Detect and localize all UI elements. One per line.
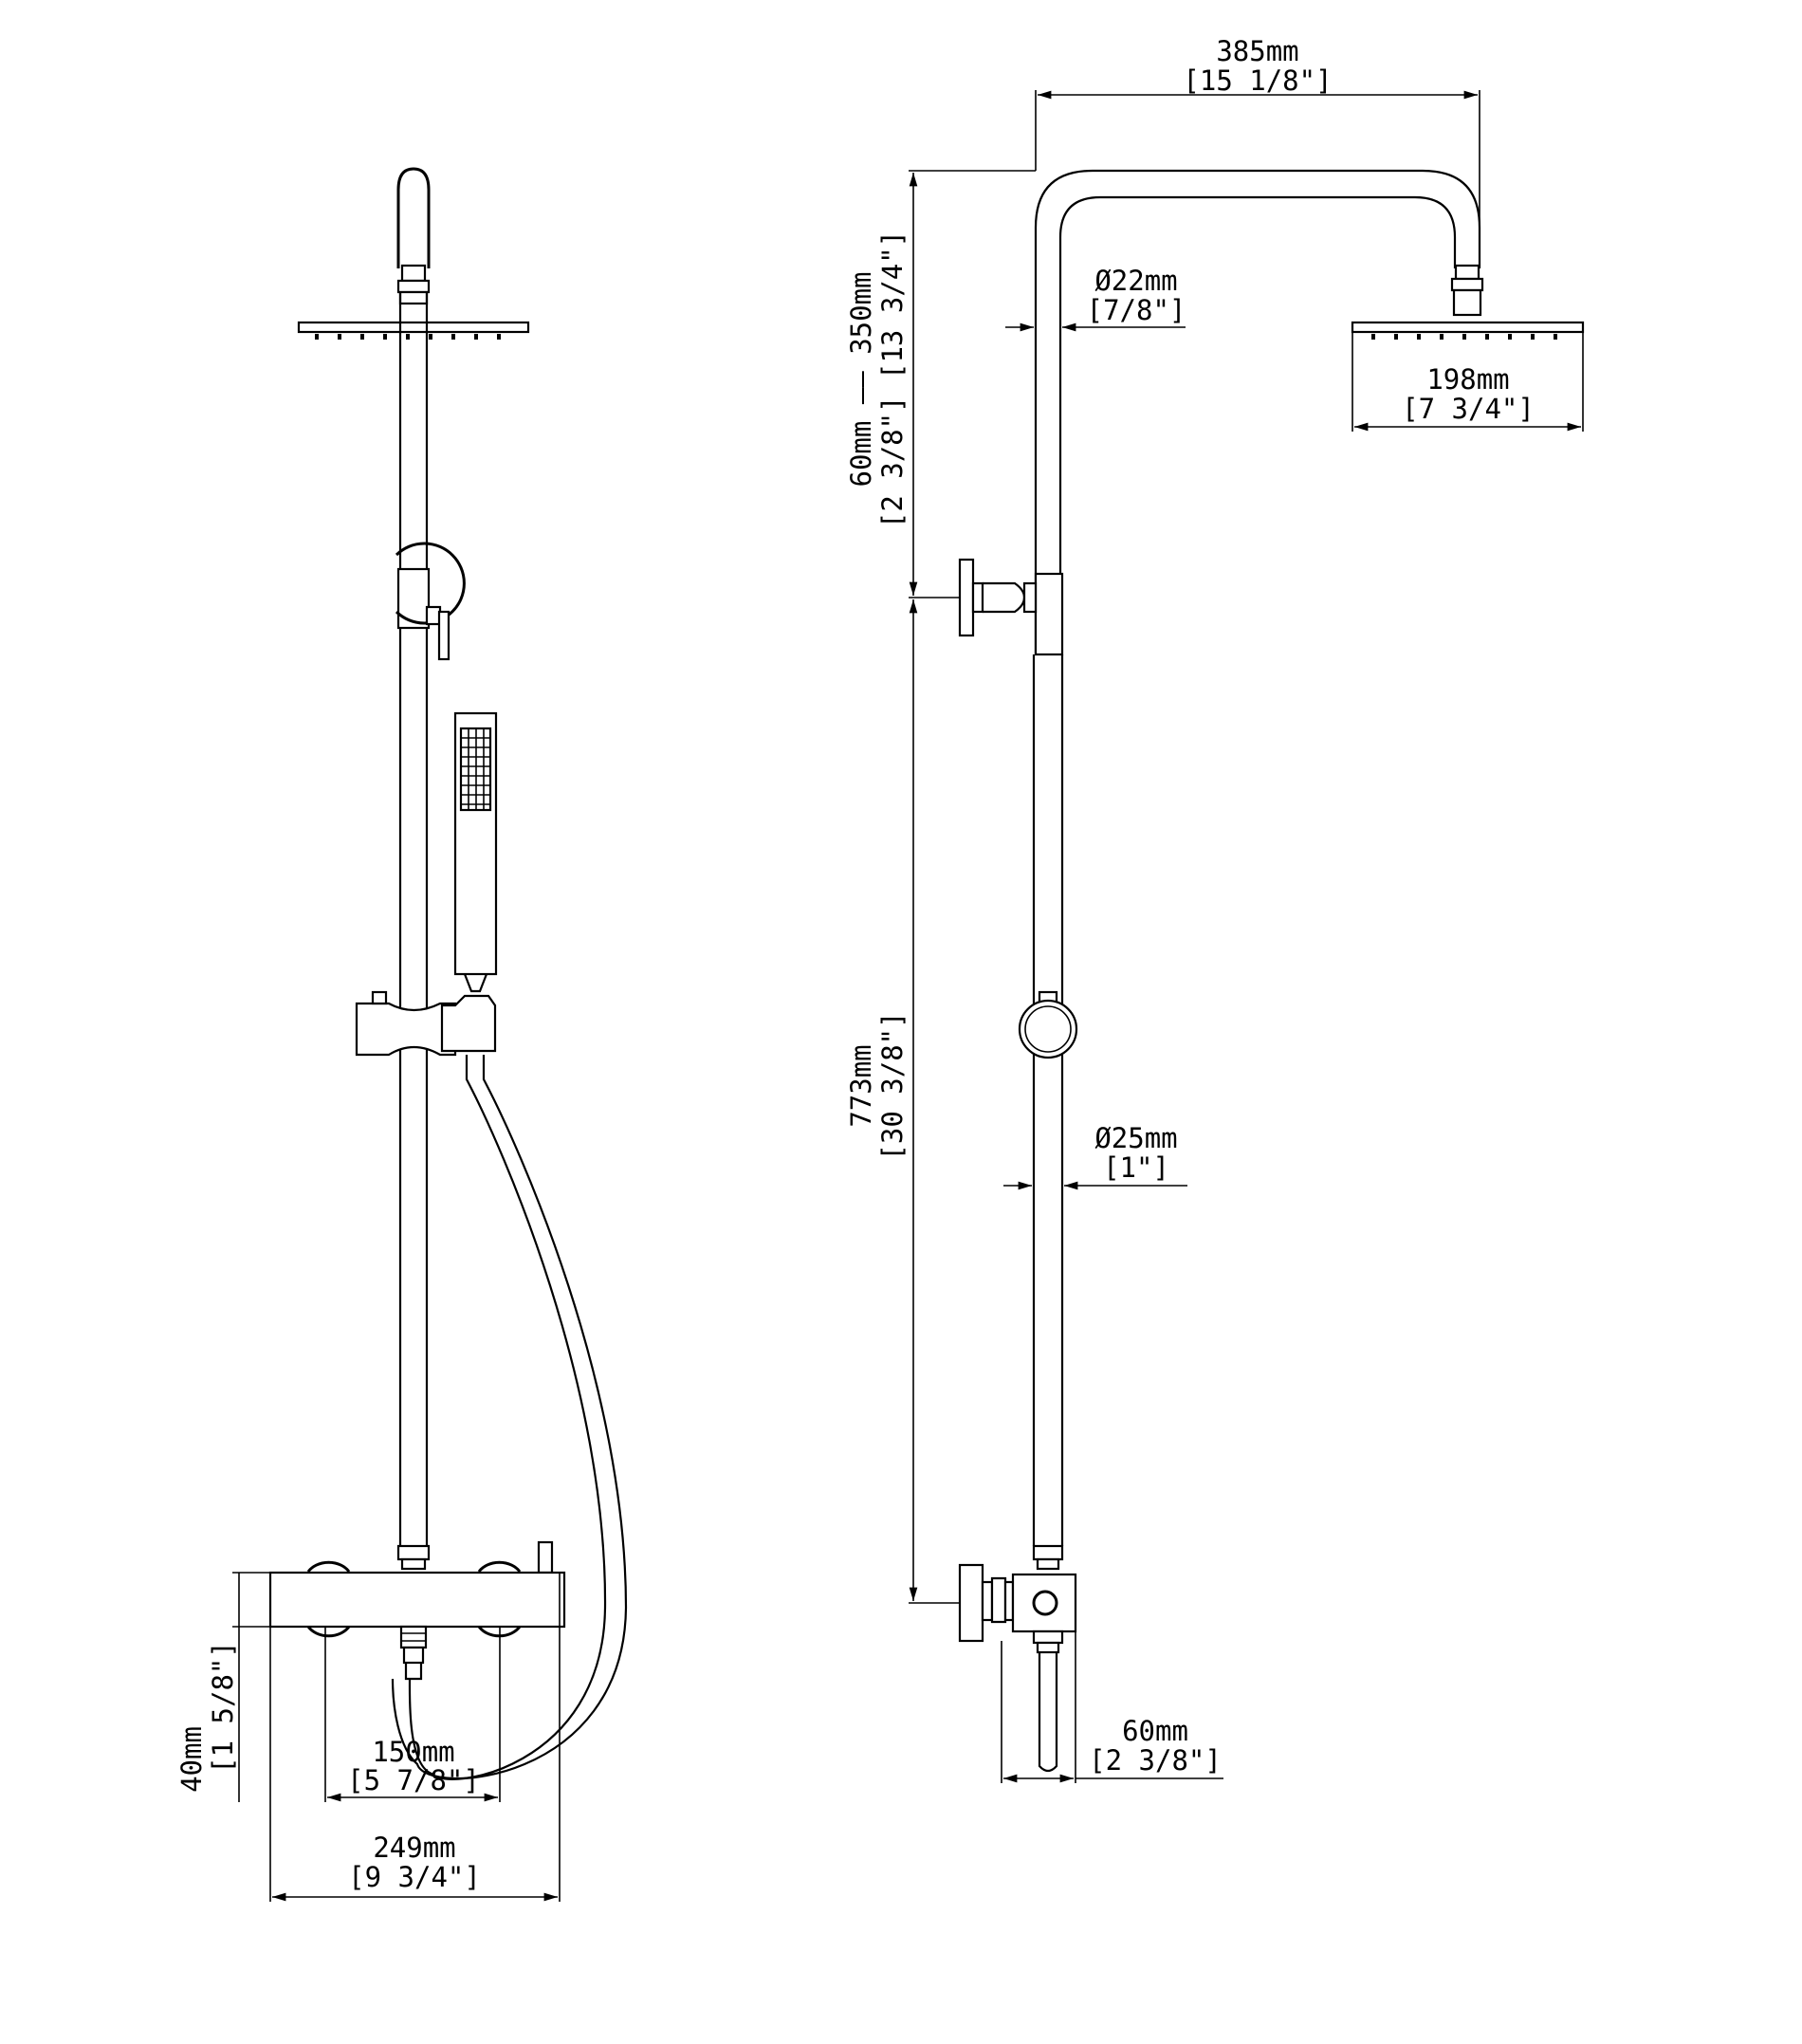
diverter-knob — [395, 542, 466, 661]
hand-shower-nozzle-grid — [461, 728, 490, 810]
dim-inlet-spacing-in: [5 7/8"] — [347, 1764, 480, 1796]
dim-upper-pipe-diameter-in: [7/8"] — [1087, 294, 1186, 326]
dim-valve-width-mm: 249mm — [373, 1832, 455, 1864]
flexible-hose — [391, 1055, 628, 1780]
dim-wall-projection-in: [2 3/8"] — [1089, 1744, 1222, 1777]
head-elbow — [396, 167, 431, 305]
dim-riser-lower-length-mm: 773mm — [845, 1044, 877, 1127]
slide-bracket — [355, 990, 497, 1057]
dim-valve-height-in: [1 5/8"] — [207, 1641, 239, 1774]
dim-lower-pipe-diameter-in: [1"] — [1103, 1151, 1169, 1184]
rain-shower-head-side — [1351, 321, 1585, 340]
dim-inlet-spacing-mm: 150mm — [372, 1736, 454, 1768]
dim-valve-height-mm: 40mm — [175, 1726, 208, 1793]
wall-bracket — [958, 558, 1064, 656]
valve-side — [958, 1544, 1077, 1773]
dim-inlet-spacing: 150mm [5 7/8"] — [324, 1627, 501, 1802]
dim-arm-reach: 385mm [15 1/8"] — [1035, 35, 1480, 268]
front-view: 40mm [1 5/8"] 150mm [5 7/8"] 249mm [9 3/… — [175, 167, 628, 1902]
dim-riser-upper-adjust-in: [2 3/8"] [13 3/4"] — [876, 230, 909, 528]
side-view: 385mm [15 1/8"] 60mm —— 350mm [2 3/8"] [… — [845, 35, 1585, 1783]
dim-valve-width: 249mm [9 3/4"] — [269, 1573, 561, 1902]
dim-head-diameter-in: [7 3/4"] — [1402, 393, 1535, 425]
dim-riser-lower-length-in: [30 3/8"] — [876, 1011, 909, 1160]
thermostatic-valve-body — [268, 1540, 566, 1681]
dim-riser-upper-adjust: 60mm —— 350mm [2 3/8"] [13 3/4"] — [845, 170, 1036, 598]
hand-shower — [453, 711, 498, 993]
dim-lower-pipe-diameter-mm: Ø25mm — [1094, 1122, 1177, 1154]
dim-riser-upper-adjust-mm: 60mm —— 350mm — [845, 272, 877, 488]
dim-arm-reach-in: [15 1/8"] — [1183, 64, 1332, 97]
slide-knob-side — [1018, 990, 1078, 1059]
overhead-arm — [1034, 169, 1481, 574]
dim-head-diameter-mm: 198mm — [1426, 363, 1509, 396]
rain-shower-head-front — [297, 321, 530, 340]
dim-lower-pipe-diameter: Ø25mm [1"] — [1003, 1122, 1187, 1190]
dim-wall-projection: 60mm [2 3/8"] — [1001, 1631, 1223, 1783]
dim-valve-width-in: [9 3/4"] — [348, 1861, 481, 1893]
lower-riser-pipe — [1032, 654, 1064, 1546]
dim-arm-reach-mm: 385mm — [1216, 35, 1298, 67]
head-connector-side — [1450, 264, 1484, 317]
dim-upper-pipe-diameter: Ø22mm [7/8"] — [1005, 265, 1186, 332]
dim-wall-projection-mm: 60mm — [1122, 1715, 1188, 1747]
dim-valve-height: 40mm [1 5/8"] — [175, 1572, 270, 1802]
riser-pipe-front — [396, 292, 431, 1546]
dim-riser-lower-length: 773mm [30 3/8"] — [845, 599, 960, 1604]
dim-upper-pipe-diameter-mm: Ø22mm — [1094, 265, 1177, 297]
dim-head-diameter: 198mm [7 3/4"] — [1352, 332, 1584, 432]
